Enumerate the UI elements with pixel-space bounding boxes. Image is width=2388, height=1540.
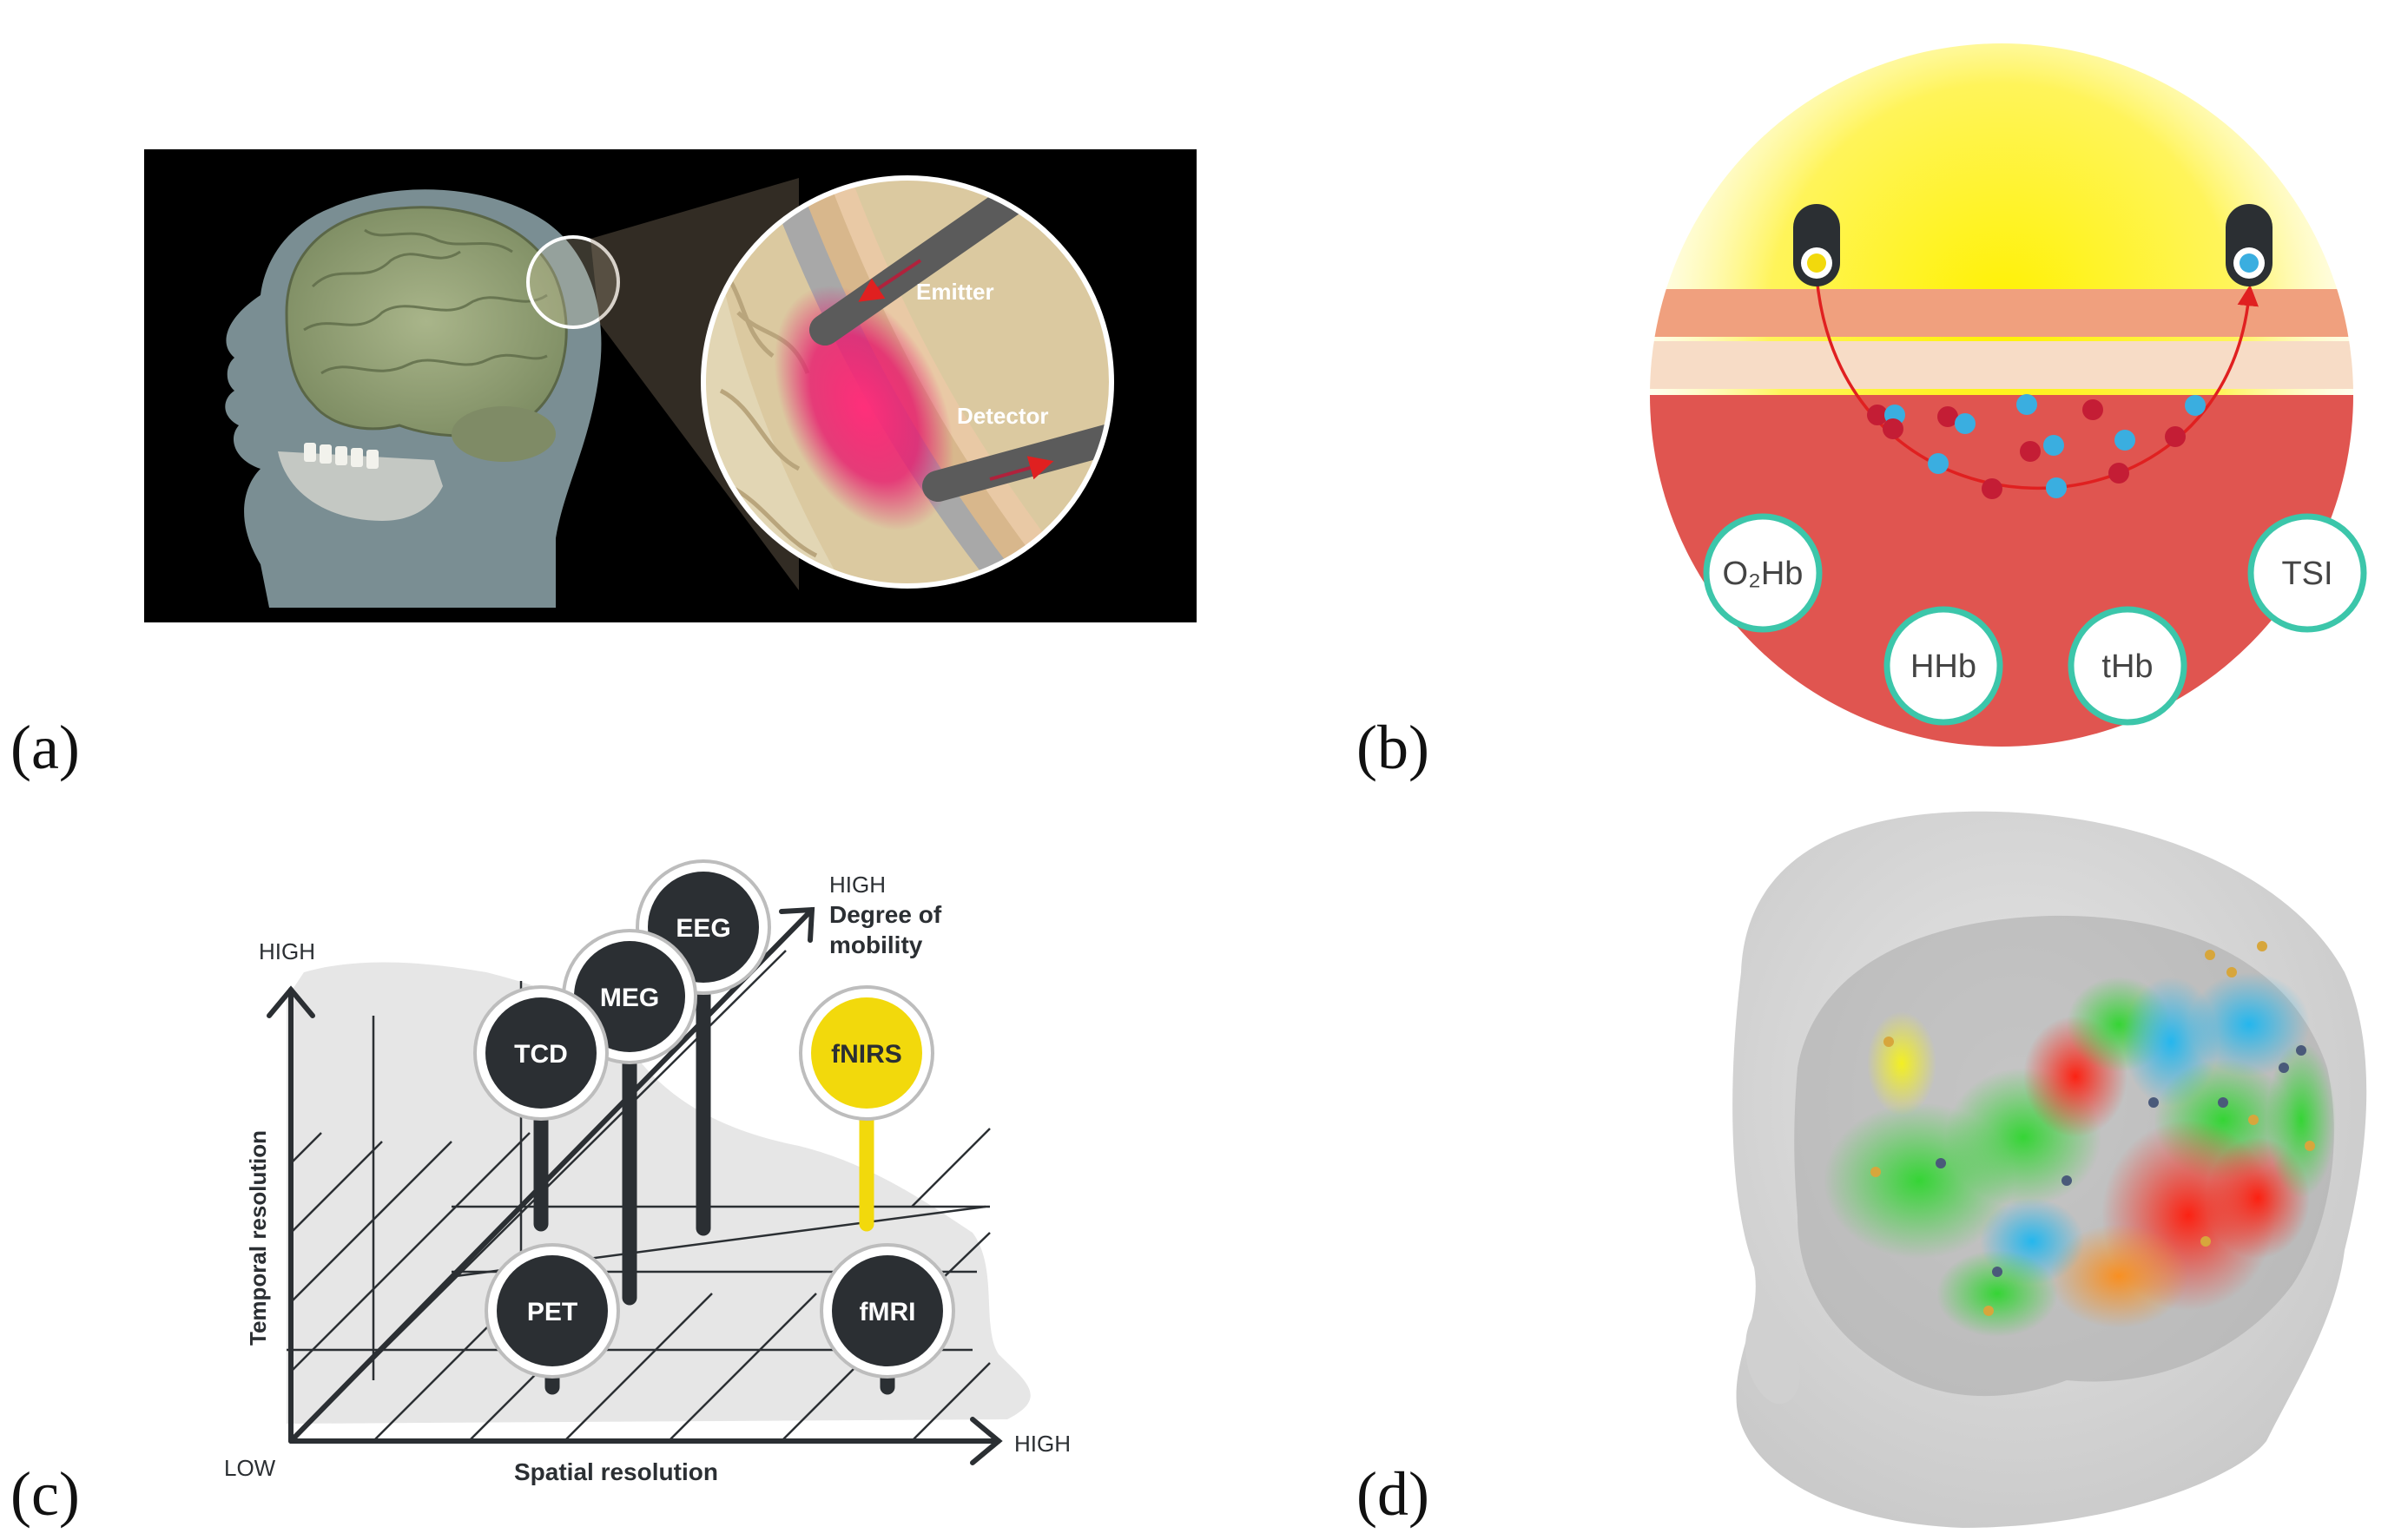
- panel-label-d: (d): [1356, 1459, 1429, 1529]
- svg-text:TSI: TSI: [2281, 556, 2332, 592]
- emitter-label: Emitter: [916, 279, 994, 305]
- activation-heatmap: [1824, 972, 2336, 1337]
- measure-tsi: TSI: [2247, 513, 2367, 633]
- svg-text:PET: PET: [527, 1298, 577, 1326]
- pin-fnirs: fNIRS: [799, 985, 934, 1121]
- panel-label-c: (c): [10, 1459, 80, 1529]
- svg-text:HHb: HHb: [1910, 648, 1976, 685]
- x-axis-high: HIGH: [1014, 1431, 1071, 1457]
- zoom-circle: [701, 175, 1114, 589]
- emission-glow: [774, 285, 954, 531]
- panel-label-a: (a): [10, 713, 80, 782]
- z-axis-label-line2: mobility: [829, 931, 923, 958]
- skull-layer: [1650, 341, 2353, 389]
- pin-tcd: TCD: [473, 985, 609, 1121]
- cerebellum: [452, 406, 556, 462]
- svg-text:EEG: EEG: [676, 914, 730, 943]
- z-axis-high: HIGH: [829, 872, 886, 898]
- pin-pet: PET: [485, 1243, 620, 1379]
- hemoglobin-particles: [1867, 394, 2206, 499]
- zoom-source-circle: [526, 235, 620, 329]
- brain-shape: [285, 206, 568, 438]
- panel-b-diagram: O₂Hb HHb tHb TSI: [1650, 43, 2367, 747]
- skull-jaw: [278, 451, 443, 521]
- light-path-arc: [1815, 275, 2259, 490]
- svg-text:fNIRS: fNIRS: [831, 1040, 902, 1069]
- z-axis-label-line1: Degree of: [829, 901, 942, 928]
- svg-text:fMRI: fMRI: [860, 1298, 916, 1326]
- axes: [267, 906, 1003, 1465]
- x-axis-label: Spatial resolution: [514, 1458, 718, 1485]
- origin-low: LOW: [224, 1455, 276, 1481]
- svg-text:TCD: TCD: [514, 1040, 568, 1069]
- svg-text:tHb: tHb: [2101, 648, 2153, 685]
- detector-probe: [2226, 204, 2273, 286]
- brain-folds: [303, 228, 548, 375]
- source-light-icon: [1807, 253, 1826, 273]
- source-probe: [1793, 204, 1840, 286]
- panel-c-diagram: HIGH Temporal resolution LOW Spatial res…: [224, 859, 1071, 1485]
- svg-text:O₂Hb: O₂Hb: [1723, 556, 1804, 592]
- detector-label: Detector: [957, 403, 1048, 429]
- measure-o2hb: O₂Hb: [1703, 513, 1823, 633]
- panel-d-brain-map: [1732, 811, 2367, 1528]
- measure-hhb: HHb: [1883, 606, 2003, 726]
- svg-text:MEG: MEG: [600, 984, 659, 1012]
- panel-label-b: (b): [1356, 713, 1429, 782]
- optode-dots: [1870, 941, 2315, 1316]
- ear: [1745, 1302, 1800, 1405]
- y-axis-label: Temporal resolution: [245, 1130, 271, 1346]
- panel-a-illustration: Emitter Detector: [144, 149, 1197, 622]
- teeth: [304, 443, 379, 469]
- pin-fmri: fMRI: [820, 1243, 955, 1379]
- y-axis-high: HIGH: [259, 938, 315, 964]
- skin-layer: [1650, 289, 2353, 337]
- measure-thb: tHb: [2068, 606, 2187, 726]
- detector-sensor-icon: [2240, 253, 2259, 273]
